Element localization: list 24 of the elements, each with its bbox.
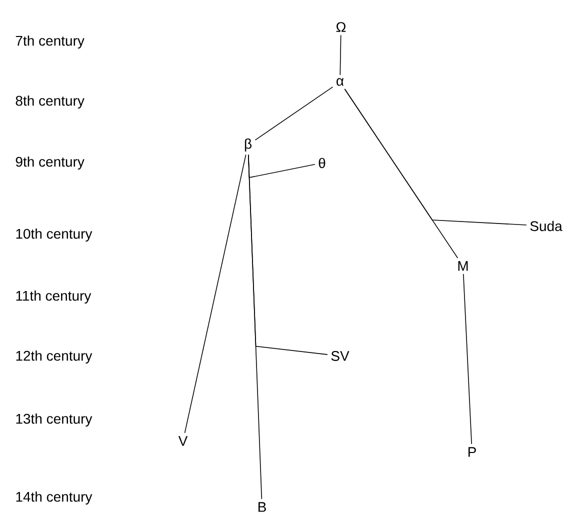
stemma-line	[254, 86, 334, 140]
manuscript-siglum: B	[258, 502, 266, 512]
century-label: 8th century	[16, 95, 84, 109]
century-label: 13th century	[16, 413, 92, 427]
stemma-line	[184, 154, 246, 434]
century-label: 10th century	[16, 228, 92, 242]
manuscript-siglum: θ	[318, 158, 326, 168]
manuscript-siglum: β	[244, 138, 252, 152]
manuscript-siglum: Ω	[336, 22, 346, 32]
manuscript-siglum: SV	[331, 351, 350, 361]
century-label: 9th century	[16, 156, 84, 170]
manuscript-siglum: Suda	[530, 220, 562, 232]
stemma-line	[340, 34, 342, 76]
century-label: 11th century	[16, 290, 92, 304]
stemma-line	[463, 274, 472, 444]
century-label: 14th century	[16, 491, 92, 505]
manuscript-siglum: α	[336, 78, 344, 86]
stemma-line	[248, 154, 328, 355]
stemma-line	[344, 88, 527, 226]
century-label: 12th century	[16, 350, 92, 364]
manuscript-siglum: M	[458, 261, 468, 271]
manuscript-siglum: V	[178, 436, 188, 446]
century-label: 7th century	[16, 35, 84, 49]
manuscript-siglum: P	[468, 447, 476, 457]
